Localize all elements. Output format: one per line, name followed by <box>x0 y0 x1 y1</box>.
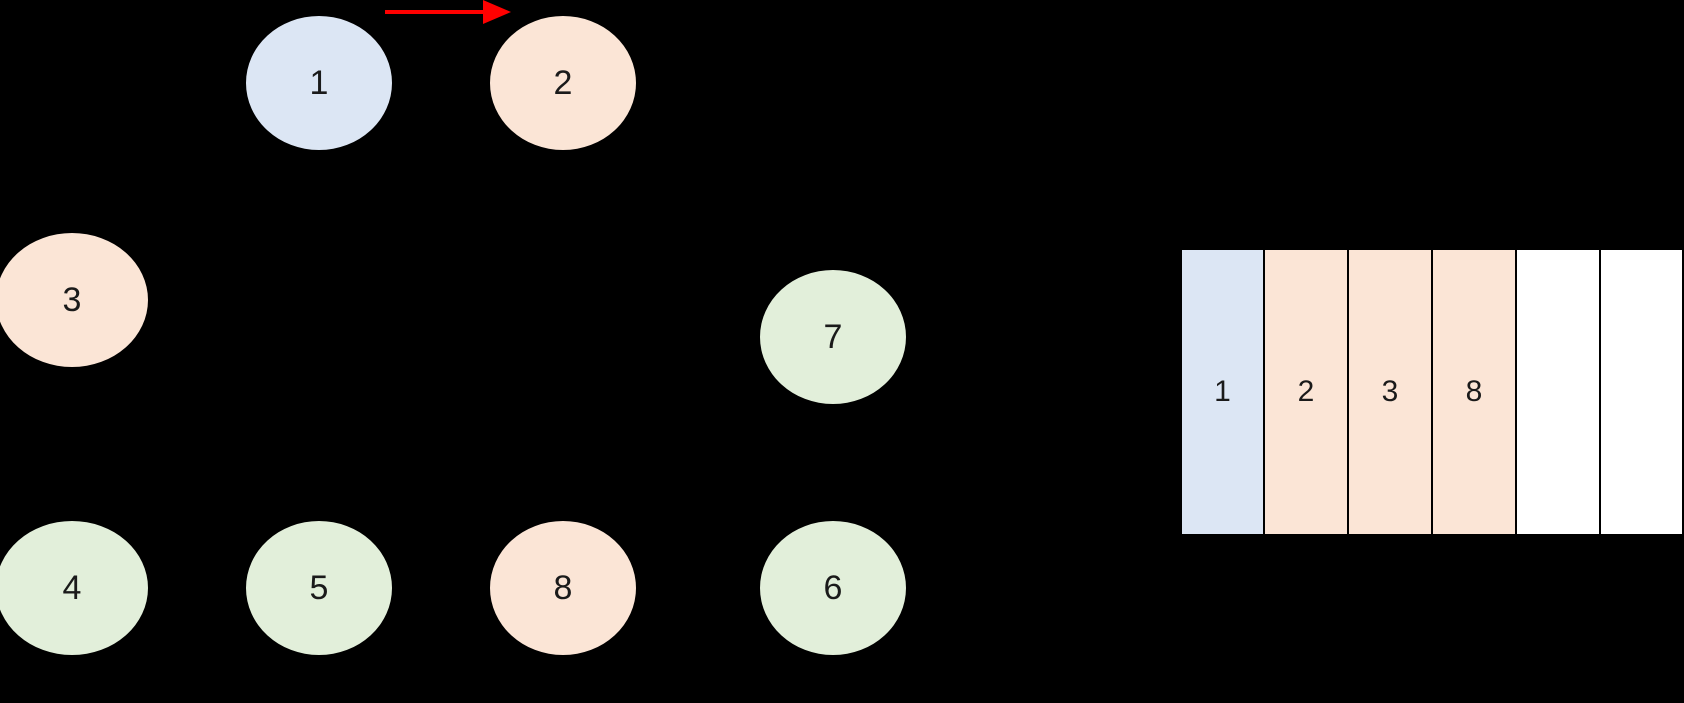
queue-cell-3[interactable]: 8 <box>1432 248 1516 536</box>
graph-node-5-label: 5 <box>309 569 329 607</box>
queue-cell-1-value: 2 <box>1297 375 1315 408</box>
graph-node-5[interactable]: 5 <box>244 519 394 657</box>
graph-node-2-label: 2 <box>553 64 573 102</box>
graph-node-4[interactable]: 4 <box>0 519 150 657</box>
graph-node-7[interactable]: 7 <box>758 268 908 406</box>
graph-node-6[interactable]: 6 <box>758 519 908 657</box>
queue-cell-2-value: 3 <box>1381 375 1399 408</box>
queue-cell-4[interactable] <box>1516 248 1600 536</box>
queue-strip: 1 2 3 8 <box>1180 248 1684 536</box>
graph-node-1-label: 1 <box>309 64 329 102</box>
graph-node-7-label: 7 <box>823 318 843 356</box>
queue-cell-3-value: 8 <box>1465 375 1483 408</box>
graph-node-2[interactable]: 2 <box>488 14 638 152</box>
graph-node-3-label: 3 <box>62 281 82 319</box>
queue-cell-5[interactable] <box>1600 248 1684 536</box>
graph-node-8[interactable]: 8 <box>488 519 638 657</box>
queue-cell-1[interactable]: 2 <box>1264 248 1348 536</box>
graph-node-8-label: 8 <box>553 569 573 607</box>
graph-node-1[interactable]: 1 <box>244 14 394 152</box>
graph-node-6-label: 6 <box>823 569 843 607</box>
graph-node-3[interactable]: 3 <box>0 231 150 369</box>
queue-cell-0-value: 1 <box>1214 375 1231 408</box>
queue-cell-2[interactable]: 3 <box>1348 248 1432 536</box>
graph-node-4-label: 4 <box>62 569 82 607</box>
queue-cell-0[interactable]: 1 <box>1180 248 1264 536</box>
